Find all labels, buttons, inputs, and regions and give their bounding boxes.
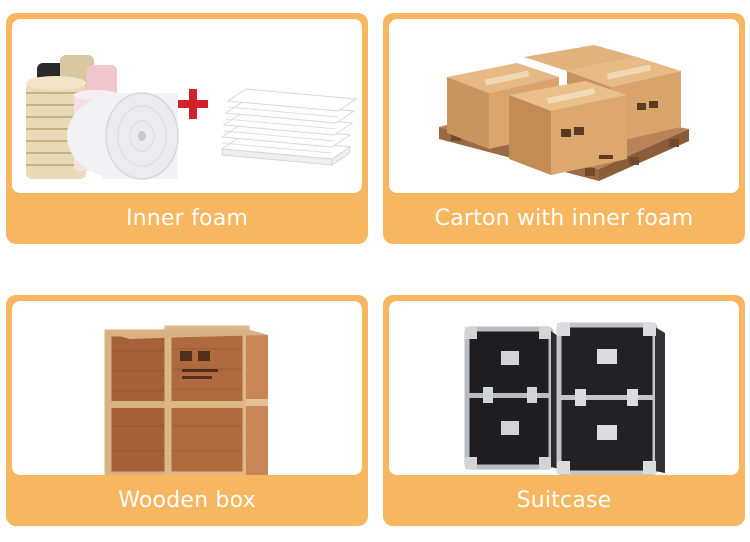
caption-inner-foam: Inner foam — [125, 206, 249, 231]
caption-carton: Carton with inner foam — [434, 206, 694, 231]
inner-foam-image — [12, 19, 362, 193]
packaging-card-carton: Carton with inner foam — [383, 13, 745, 244]
packaging-card-suitcase: Suitcase — [383, 295, 745, 526]
plus-icon — [178, 89, 208, 119]
suitcase-image — [389, 301, 739, 475]
flight-cases-illustration — [464, 322, 665, 475]
foam-rolls-and-sheets-illustration — [26, 55, 358, 180]
cartons-on-pallet-illustration — [439, 45, 689, 181]
carton-image — [389, 19, 739, 193]
packaging-card-wooden-box: Wooden box — [6, 295, 368, 526]
wooden-box-image — [12, 301, 362, 475]
packaging-card-inner-foam: Inner foam — [6, 13, 368, 244]
wooden-crate-illustration — [104, 325, 268, 475]
caption-wooden-box: Wooden box — [118, 488, 256, 513]
caption-suitcase: Suitcase — [516, 488, 612, 513]
